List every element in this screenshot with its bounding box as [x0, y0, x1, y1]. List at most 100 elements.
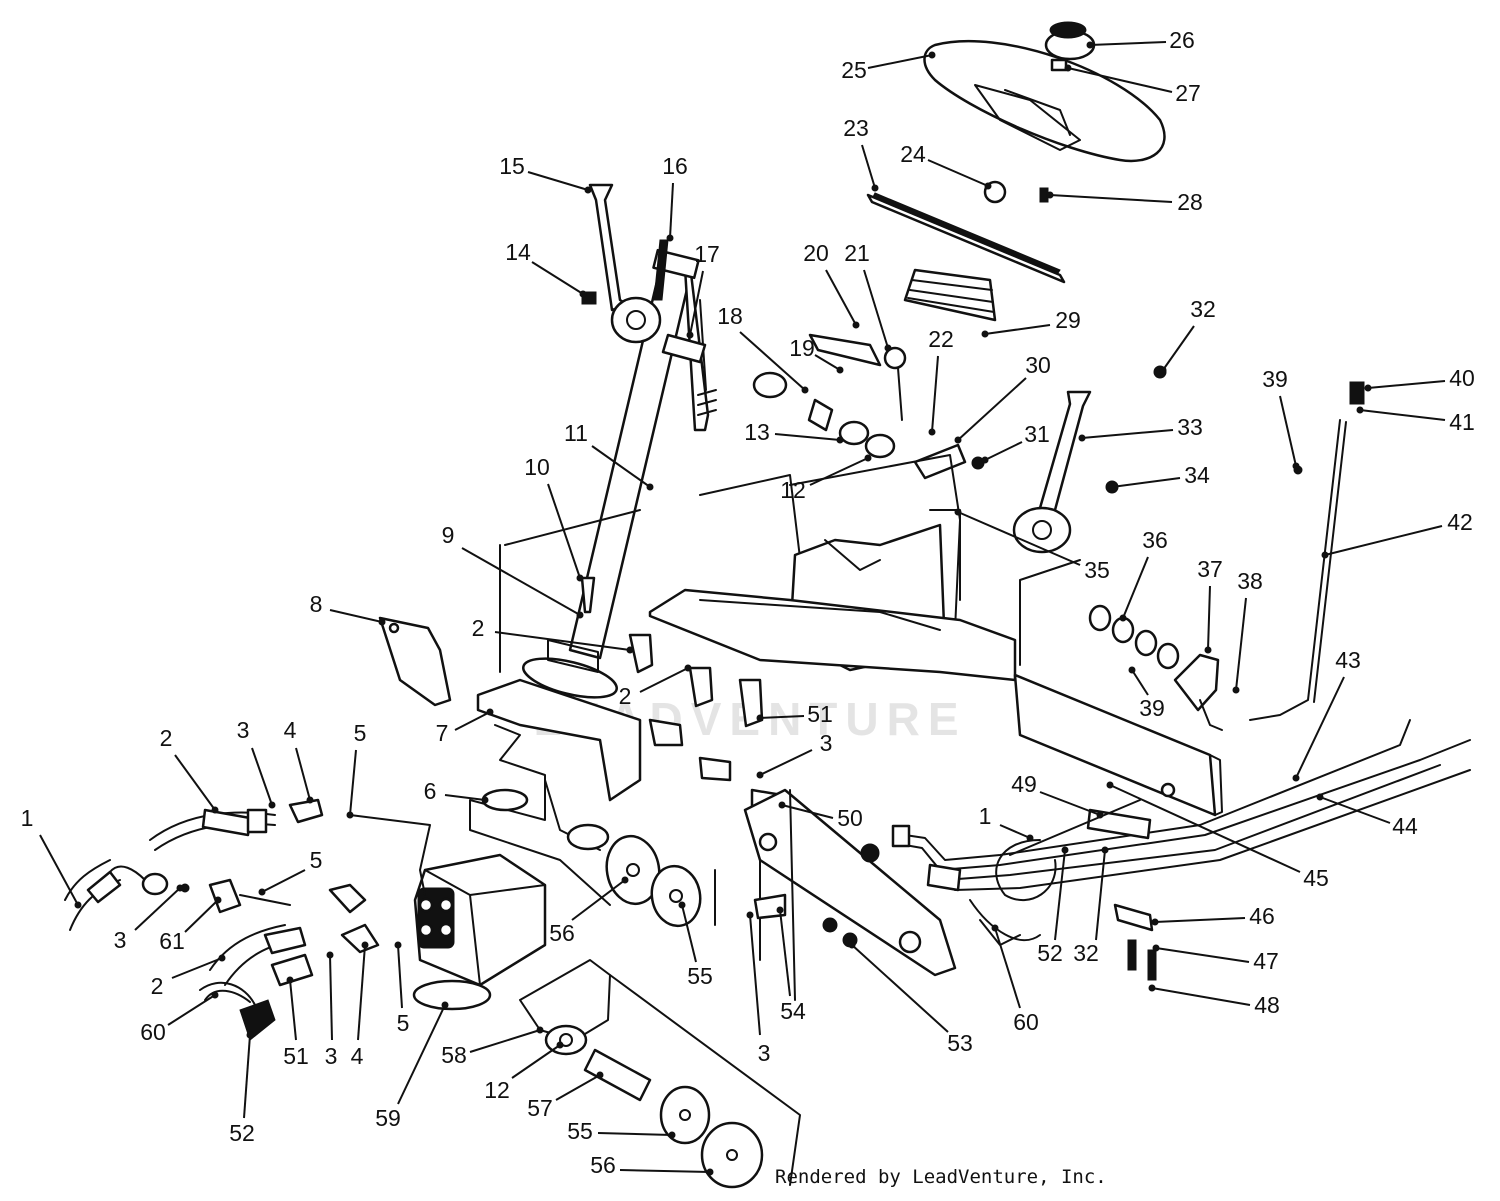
callout-46: 46 [1151, 903, 1275, 929]
part-number-label: 21 [844, 240, 870, 266]
callout-32: 32 [1073, 846, 1109, 966]
callout-50: 50 [778, 801, 863, 831]
leader-dot [596, 1071, 604, 1079]
part-number-label: 41 [1449, 409, 1475, 435]
callout-4: 4 [284, 717, 314, 804]
leader-line [134, 887, 181, 931]
leader-line [1235, 597, 1247, 691]
leader-line [469, 1029, 541, 1053]
leader-line [999, 824, 1031, 839]
leader-dot [1101, 846, 1109, 854]
leader-dot [1316, 793, 1324, 801]
callout-40: 40 [1364, 365, 1475, 392]
part-number-label: 49 [1011, 771, 1037, 797]
leader-dot [576, 611, 584, 619]
leader-dot [678, 901, 686, 909]
leader-dot [852, 321, 860, 329]
leader-dot [74, 901, 82, 909]
leader-dot [1292, 462, 1300, 470]
main-frame [648, 559, 1223, 817]
part-number-label: 2 [151, 973, 164, 999]
washers-55-56-upper [605, 834, 702, 928]
leader-dot [1064, 64, 1072, 72]
part-number-label: 3 [325, 1043, 338, 1069]
leader-line [1131, 669, 1149, 696]
part-number-label: 9 [442, 522, 455, 548]
part-number-label: 13 [744, 419, 770, 445]
leader-line [547, 483, 581, 579]
leader-line [814, 354, 841, 371]
callout-7: 7 [436, 708, 494, 746]
control-bracket [807, 333, 907, 459]
part-number-label: 33 [1177, 414, 1203, 440]
callout-44: 44 [1316, 793, 1418, 839]
part-number-label: 16 [662, 153, 688, 179]
callout-18: 18 [717, 303, 809, 394]
leader-dot [556, 1041, 564, 1049]
leader-dot [286, 976, 294, 984]
part-number-label: 47 [1253, 948, 1279, 974]
leader-dot [621, 876, 629, 884]
leader-line [251, 747, 273, 806]
part-number-label: 3 [758, 1040, 771, 1066]
leader-line [261, 869, 306, 893]
callout-15: 15 [499, 153, 592, 194]
leader-dot [776, 906, 784, 914]
horn-cap [1044, 21, 1096, 61]
part-number-label: 60 [140, 1019, 166, 1045]
leader-line [243, 1034, 251, 1119]
part-number-label: 56 [590, 1152, 616, 1178]
leader-line [863, 269, 889, 349]
leader-line [639, 667, 689, 693]
part-number-label: 51 [283, 1043, 309, 1069]
leader-line [444, 794, 486, 801]
callout-14: 14 [505, 239, 587, 298]
callout-59: 59 [375, 1001, 449, 1131]
part-number-label: 24 [900, 141, 926, 167]
leader-dot [326, 951, 334, 959]
leader-line [1319, 796, 1391, 824]
leader-line [1095, 849, 1106, 941]
part-number-label: 60 [1013, 1009, 1039, 1035]
leader-line [1089, 41, 1167, 46]
part-number-label: 56 [549, 920, 575, 946]
leader-line [454, 711, 491, 731]
leader-line [397, 944, 403, 1009]
leader-line [461, 547, 581, 616]
callout-22: 22 [928, 326, 954, 436]
part-number-label: 26 [1169, 27, 1195, 53]
leader-dot [981, 456, 989, 464]
part-number-label: 3 [237, 717, 250, 743]
leader-dot [1086, 41, 1094, 49]
leader-dot [361, 941, 369, 949]
part-number-label: 39 [1262, 366, 1288, 392]
callout-34: 34 [1108, 462, 1210, 491]
lever-spring [653, 239, 669, 301]
leader-dot [1148, 984, 1156, 992]
callout-61: 61 [159, 896, 222, 954]
callout-33: 33 [1078, 414, 1203, 442]
callout-3: 3 [114, 884, 184, 953]
leader-dot [778, 801, 786, 809]
leader-line [527, 171, 589, 191]
leader-dot [954, 508, 962, 516]
steering-wheel [923, 39, 1166, 163]
callout-52: 52 [229, 1031, 255, 1146]
callout-1: 1 [21, 805, 82, 909]
part-number-label: 29 [1055, 307, 1081, 333]
callout-60: 60 [991, 924, 1039, 1035]
leader-line [1067, 67, 1173, 93]
leader-line [774, 433, 841, 441]
leader-dot [214, 896, 222, 904]
part-number-label: 48 [1254, 992, 1280, 1018]
leader-line [1154, 917, 1246, 923]
leader-line [669, 182, 674, 239]
part-number-label: 32 [1073, 940, 1099, 966]
leader-line [809, 457, 869, 486]
throttle-lever-left [581, 183, 662, 344]
leader-dot [176, 884, 184, 892]
pivot-pin-17 [661, 333, 788, 399]
leader-dot [1108, 483, 1116, 491]
leader-line [1122, 556, 1149, 619]
leader-line [349, 749, 357, 816]
